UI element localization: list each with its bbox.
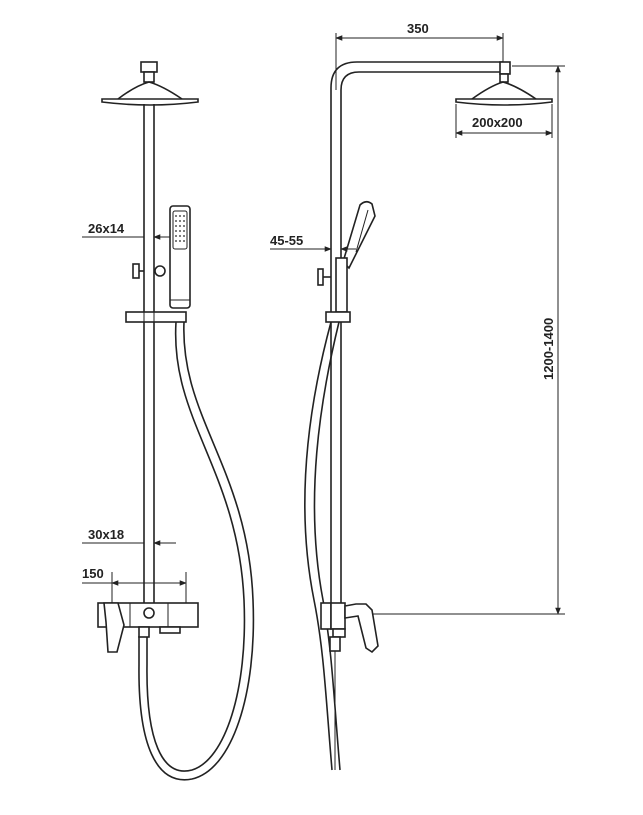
side-view: 350 200x200 1200-1400 bbox=[270, 21, 565, 771]
front-hand-shower-face bbox=[172, 210, 188, 250]
front-hose-outer bbox=[146, 321, 246, 772]
side-wall-plate bbox=[320, 602, 332, 630]
front-hose-inner bbox=[138, 321, 255, 781]
front-slide-knob-right bbox=[154, 265, 166, 277]
side-hose-outer bbox=[304, 321, 333, 771]
side-slide-knob bbox=[317, 268, 324, 286]
side-head-mount bbox=[499, 61, 511, 75]
side-holder-clip bbox=[325, 311, 351, 323]
side-offset-dim-label: 45-55 bbox=[270, 233, 303, 248]
side-hand-shower bbox=[342, 200, 376, 270]
front-hand-shower-nozzles bbox=[175, 215, 185, 242]
front-view: 26x14 30x18 150 bbox=[82, 61, 255, 781]
front-mixer-lever bbox=[103, 602, 125, 653]
front-head-neck bbox=[143, 71, 155, 83]
side-shower-head bbox=[455, 98, 553, 106]
front-hand-shower-holder bbox=[125, 311, 187, 323]
side-mixer-lever bbox=[344, 603, 379, 654]
front-shower-head bbox=[101, 98, 199, 106]
side-arm-inner bbox=[340, 71, 500, 100]
front-spacing-dim-label: 150 bbox=[82, 566, 104, 581]
front-diverter-knob bbox=[143, 607, 155, 619]
side-arm-outer bbox=[330, 61, 503, 100]
front-hand-shower bbox=[169, 205, 191, 309]
side-hose-outlet bbox=[332, 628, 346, 638]
front-upper-dim-label: 26x14 bbox=[88, 221, 125, 236]
side-height-dim-label: 1200-1400 bbox=[541, 318, 556, 380]
side-mixer-body bbox=[330, 602, 346, 630]
front-lower-dim-label: 30x18 bbox=[88, 527, 124, 542]
side-head-dim-label: 200x200 bbox=[472, 115, 523, 130]
side-slider-body bbox=[335, 257, 348, 313]
front-head-connector bbox=[140, 61, 158, 73]
front-slide-knob-left bbox=[132, 263, 140, 279]
front-hose-outlet bbox=[138, 626, 150, 638]
front-head-dome bbox=[117, 81, 183, 100]
side-reach-dim-label: 350 bbox=[407, 21, 429, 36]
